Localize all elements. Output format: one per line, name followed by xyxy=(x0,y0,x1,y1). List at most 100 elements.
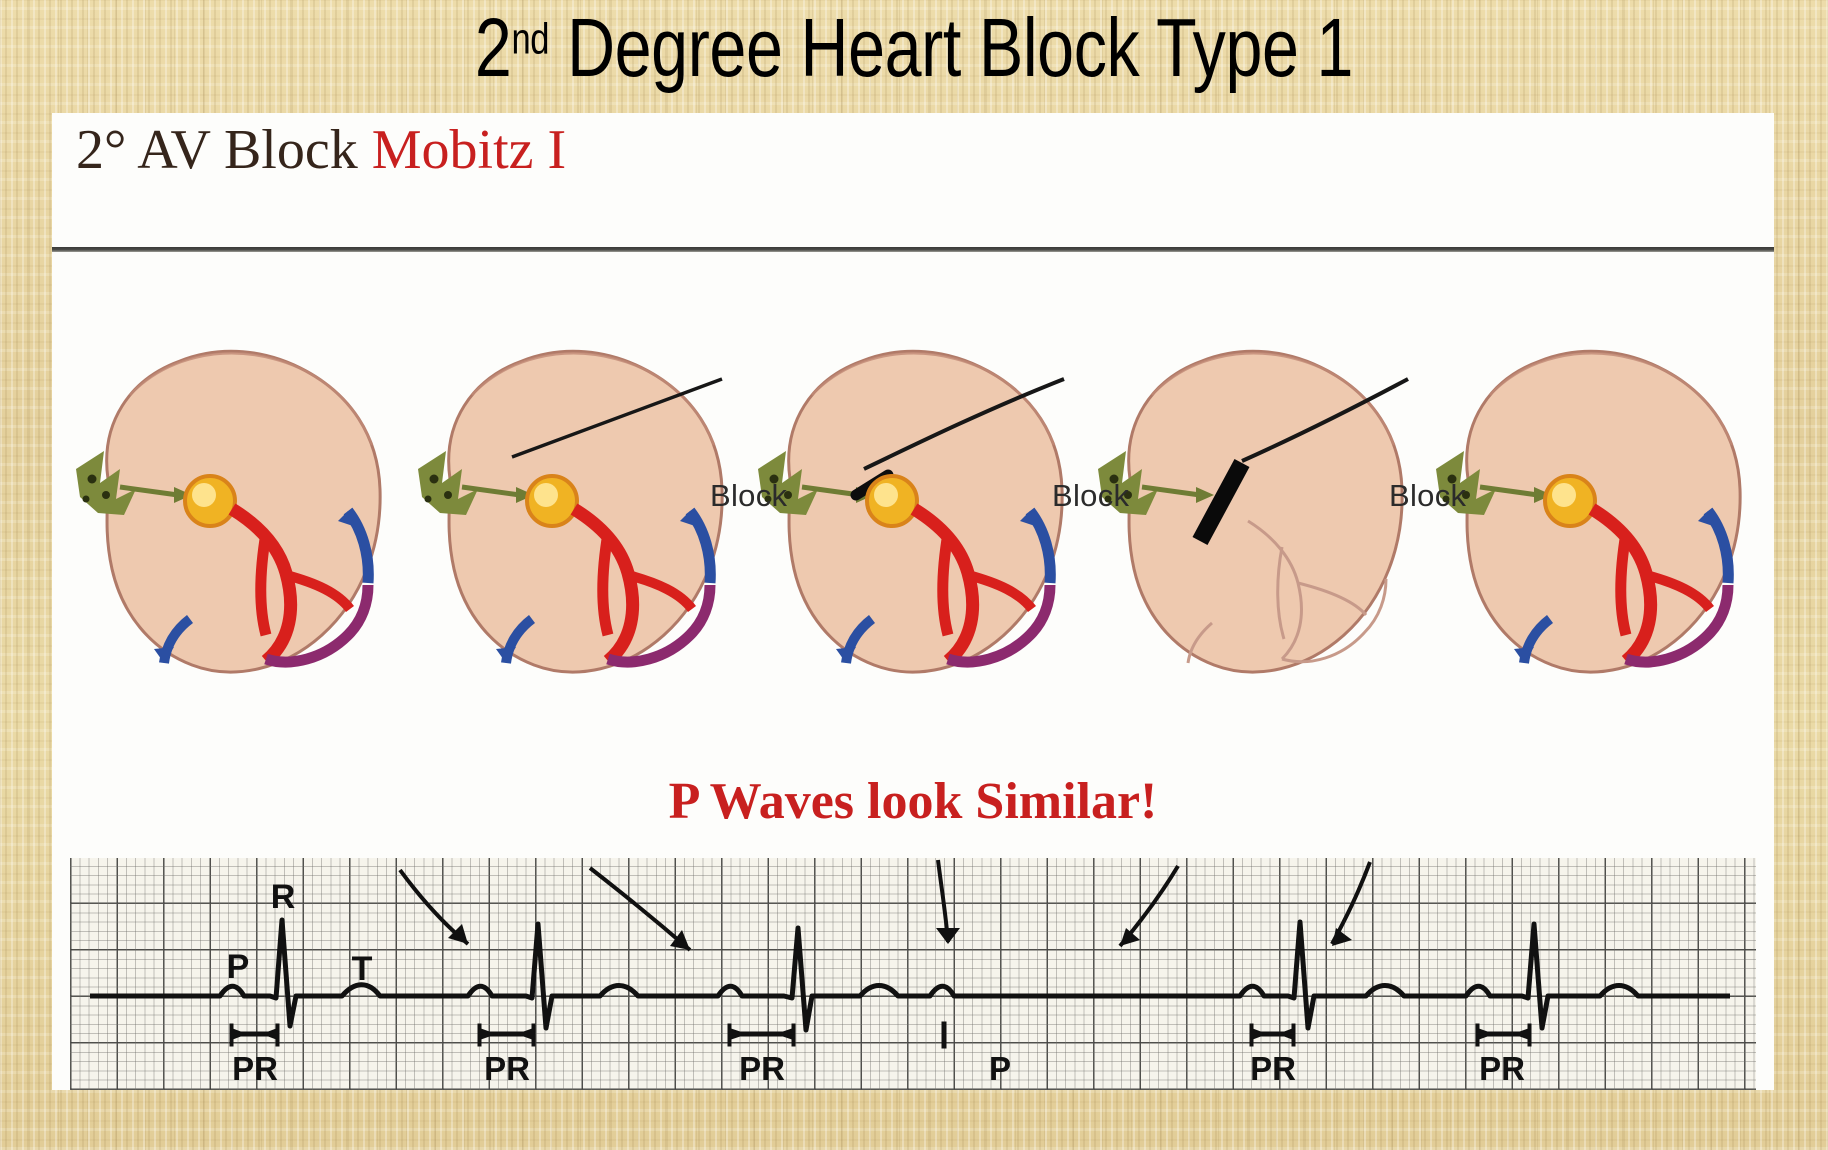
heart-diagram-3 xyxy=(752,283,1088,703)
ecg-label-p-wave: P xyxy=(227,948,250,986)
p-wave-annotation-arrowheads xyxy=(448,924,1352,950)
heart-svg-4 xyxy=(1098,349,1409,674)
block-leader-line-4 xyxy=(1241,377,1409,463)
ecg-svg: P R T PR PR PR P PR PR xyxy=(90,859,1730,1087)
p-waves-caption: P Waves look Similar! xyxy=(668,773,1158,830)
pr-marker-2 xyxy=(477,1023,536,1047)
arrow-curve-2 xyxy=(588,866,692,952)
ecg-interval-label-3: PR xyxy=(739,1050,785,1087)
vein-superior-1 xyxy=(343,507,374,584)
heart-diagram-4 xyxy=(1092,283,1428,703)
av-node-highlight-2 xyxy=(534,483,558,507)
pr-marker-6 xyxy=(1475,1023,1532,1047)
heart-diagram-2 xyxy=(412,283,748,703)
vein-apex-arrow-2 xyxy=(496,647,516,663)
heart-svg-3 xyxy=(758,349,1065,674)
bundle-branch-right-3 xyxy=(937,532,954,637)
vein-superior-5 xyxy=(1703,507,1734,584)
myocardium-4 xyxy=(1127,349,1404,674)
pr-marker-5 xyxy=(1249,1023,1296,1047)
vein-apex-arrow-1 xyxy=(154,647,174,663)
sa-node-3 xyxy=(758,451,818,515)
av-node-highlight-5 xyxy=(1552,483,1576,507)
inactive-vein-4 xyxy=(1281,578,1388,664)
ecg-interval-label-5: PR xyxy=(1250,1050,1296,1087)
vein-superior-2 xyxy=(685,507,716,584)
page-title: 2nd Degree Heart Block Type 1 xyxy=(183,0,1645,102)
figure-panel: 2° AV Block Mobitz I xyxy=(52,113,1774,1090)
ecg-strip: P R T PR PR PR P PR PR xyxy=(70,858,1756,1090)
av-node-highlight-3 xyxy=(874,483,898,507)
heart-svg-1 xyxy=(76,349,382,674)
sa-impulse-arrow-4 xyxy=(1141,484,1201,498)
sa-arrowhead-2 xyxy=(516,487,534,503)
vein-posterior-3 xyxy=(946,584,1056,668)
atrium-outline-2 xyxy=(471,352,716,446)
purkinje-2 xyxy=(626,570,696,613)
ecg-label-t-wave: T xyxy=(352,950,373,988)
ecg-trace xyxy=(90,917,1730,1033)
block-label-3: Block xyxy=(1389,478,1467,513)
sa-impulse-arrow-5 xyxy=(1479,484,1539,498)
heart-svg-5 xyxy=(1436,349,1742,674)
complete-block-bar-4 xyxy=(1192,458,1250,546)
ecg-label-r-wave: R xyxy=(271,878,296,916)
p-only-marker-4 xyxy=(941,1021,947,1049)
vein-superior-3 xyxy=(1025,507,1056,584)
purkinje-5 xyxy=(1644,570,1714,613)
vein-arrow-2 xyxy=(680,511,698,527)
atrium-outline-3 xyxy=(811,352,1056,446)
inactive-purkinje-4 xyxy=(1297,581,1368,617)
sa-impulse-arrow-1 xyxy=(119,484,179,498)
sa-arrowhead-1 xyxy=(174,487,192,503)
bundle-branch-left-3 xyxy=(910,503,980,666)
sa-arrowhead-5 xyxy=(1534,487,1552,503)
block-label-2: Block xyxy=(1052,478,1130,513)
sa-node-2 xyxy=(418,451,478,515)
inactive-apex-vein-4 xyxy=(1186,621,1213,664)
heart-svg-2 xyxy=(418,349,724,674)
vein-apex-arrow-5 xyxy=(1514,647,1534,663)
purkinje-1 xyxy=(284,570,354,613)
figure-heading-dark: 2° AV Block xyxy=(76,119,358,181)
vein-posterior-5 xyxy=(1624,584,1734,668)
sa-impulse-arrow-3 xyxy=(801,484,861,498)
sa-node-1 xyxy=(76,451,136,515)
pr-marker-1 xyxy=(229,1023,280,1047)
bundle-branch-right-2 xyxy=(597,532,614,637)
vein-posterior-2 xyxy=(606,584,716,668)
sa-arrowhead-4 xyxy=(1196,487,1214,503)
block-leader-line-3 xyxy=(863,377,1065,471)
inactive-bundle-right-4 xyxy=(1276,546,1286,640)
ecg-interval-label-1: PR xyxy=(232,1050,278,1087)
heart-diagram-row: Block Block Block xyxy=(52,283,1774,703)
bundle-branch-left-1 xyxy=(228,503,298,666)
heart-diagram-1 xyxy=(70,283,406,703)
ecg-interval-label-2: PR xyxy=(484,1050,530,1087)
sa-impulse-arrow-2 xyxy=(461,484,521,498)
bundle-branch-right-5 xyxy=(1615,532,1632,637)
purkinje-3 xyxy=(966,570,1036,613)
vein-arrow-1 xyxy=(338,511,356,527)
pr-interval-markers xyxy=(229,1021,1532,1049)
vein-arrow-5 xyxy=(1698,511,1716,527)
ecg-interval-label-4: P xyxy=(989,1050,1011,1087)
sa-node-5 xyxy=(1436,451,1496,515)
av-node-highlight-1 xyxy=(192,483,216,507)
figure-heading: 2° AV Block Mobitz I xyxy=(76,118,566,182)
p-wave-annotation-arrows xyxy=(398,859,1372,952)
heart-diagram-5 xyxy=(1430,283,1766,703)
ecg-interval-label-6: PR xyxy=(1479,1050,1525,1087)
page-title-text: Degree Heart Block Type 1 xyxy=(567,1,1354,94)
figure-heading-red: Mobitz I xyxy=(371,119,567,181)
bundle-branch-right-1 xyxy=(255,532,272,637)
page-title-ordinal: nd xyxy=(511,15,550,64)
bundle-branch-left-5 xyxy=(1588,503,1658,666)
atrium-outline-5 xyxy=(1489,352,1734,446)
atrium-outline-4 xyxy=(1151,352,1396,446)
bundle-branch-left-2 xyxy=(570,503,640,666)
sa-node-4 xyxy=(1098,451,1158,515)
vein-apex-arrow-3 xyxy=(836,647,856,663)
block-leader-line-2 xyxy=(511,377,723,459)
pr-marker-3 xyxy=(727,1023,796,1047)
